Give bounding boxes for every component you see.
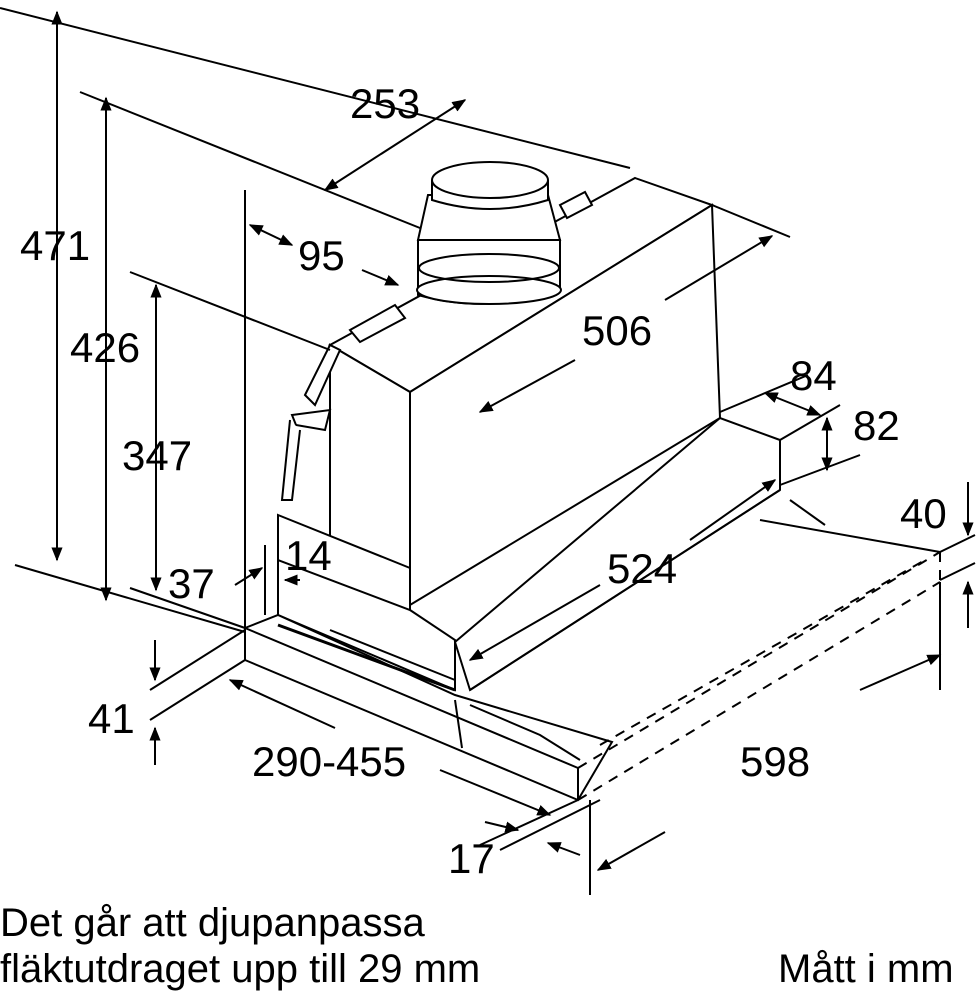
dim-17: 17 [448, 835, 495, 882]
dim-426: 426 [70, 324, 140, 371]
dim-84: 84 [790, 352, 837, 399]
dimension-arrows [51, 10, 974, 871]
note-line-1: Det går att djupanpassa [0, 901, 425, 945]
dim-290-455: 290-455 [252, 738, 406, 785]
mounting-brackets [280, 190, 594, 501]
units-note: Mått i mm [778, 947, 954, 991]
dim-506: 506 [582, 307, 652, 354]
note-line-2: fläktutdraget upp till 29 mm [0, 947, 481, 991]
dim-253: 253 [350, 80, 420, 127]
dim-37: 37 [168, 560, 215, 607]
exhaust-collar [416, 161, 562, 305]
dim-14: 14 [285, 532, 332, 579]
dim-524: 524 [607, 545, 677, 592]
dim-95: 95 [298, 232, 345, 279]
extension-lines [0, 7, 976, 895]
extended-position-dashed [577, 551, 941, 801]
dim-598: 598 [740, 738, 810, 785]
dimension-labels: 471 426 347 253 95 506 84 82 40 14 37 52… [20, 80, 947, 882]
dim-41: 41 [88, 695, 135, 742]
dim-347: 347 [122, 432, 192, 479]
dim-40: 40 [900, 490, 947, 537]
dim-471: 471 [20, 222, 90, 269]
dim-82: 82 [853, 402, 900, 449]
